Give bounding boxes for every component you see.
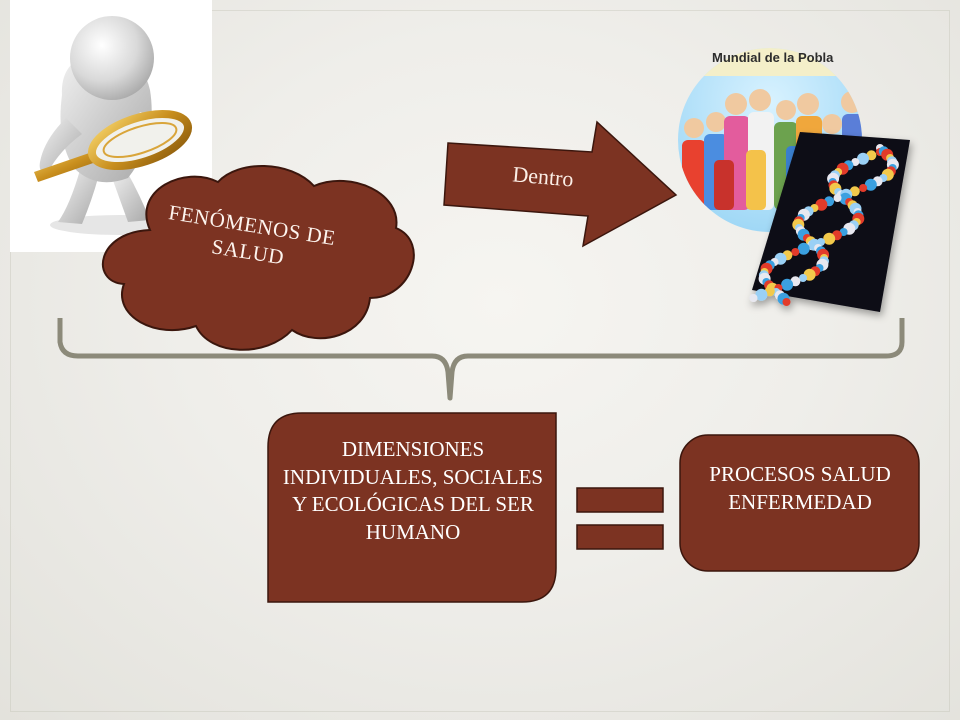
processes-box bbox=[679, 434, 920, 572]
processes-label: PROCESOS SALUD ENFERMEDAD bbox=[709, 462, 891, 514]
dimensions-label: DIMENSIONES INDIVIDUALES, SOCIALES Y ECO… bbox=[282, 437, 544, 544]
dimensions-box bbox=[267, 412, 557, 603]
dna-dot bbox=[864, 178, 877, 191]
dna-dot bbox=[791, 248, 800, 256]
population-photo-caption: Mundial de la Pobla bbox=[712, 50, 834, 65]
dna-dot bbox=[749, 294, 758, 302]
dna-dot bbox=[755, 288, 768, 301]
dna-dot bbox=[799, 274, 807, 282]
dna-dot bbox=[782, 298, 791, 306]
dna-dot bbox=[851, 158, 860, 166]
dna-dot bbox=[849, 186, 860, 197]
equals-sign bbox=[576, 487, 664, 550]
dna-dot bbox=[833, 194, 842, 202]
dna-helix-image bbox=[749, 132, 910, 312]
dna-dot bbox=[797, 242, 810, 255]
curly-brace bbox=[57, 318, 905, 401]
dna-dot bbox=[815, 198, 828, 211]
dna-dot bbox=[859, 184, 868, 192]
dna-dot bbox=[823, 232, 836, 245]
dna-dot bbox=[781, 278, 794, 291]
cloud-shape bbox=[101, 165, 415, 351]
dna-dot bbox=[857, 152, 869, 165]
arrow-shape bbox=[443, 120, 678, 248]
